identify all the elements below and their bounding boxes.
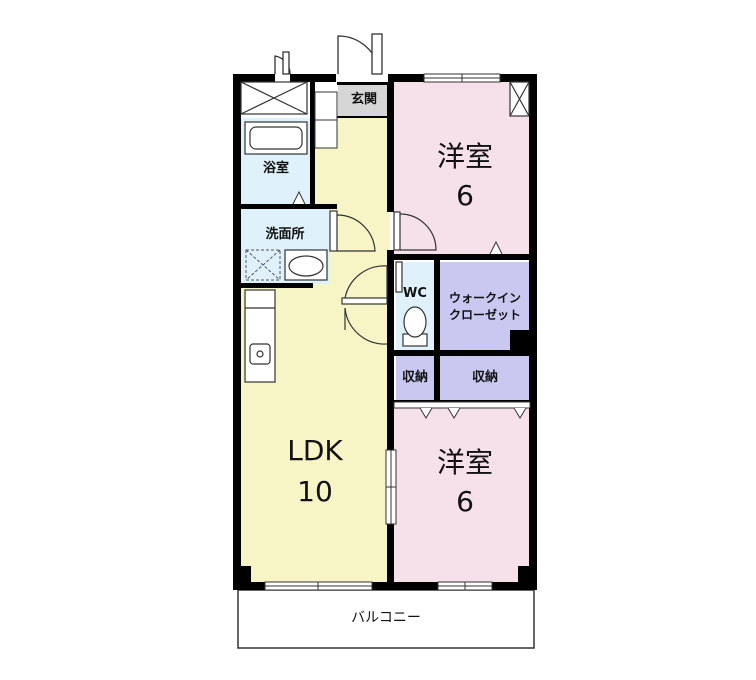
exterior-walls bbox=[233, 74, 537, 590]
walk-in-closet-label-2: クローゼット bbox=[448, 308, 521, 322]
windows bbox=[264, 73, 501, 591]
washing-machine-space bbox=[245, 249, 281, 281]
bedroom-north-door bbox=[393, 211, 437, 251]
pipe-shaft-left bbox=[240, 81, 308, 115]
bathtub bbox=[244, 121, 308, 155]
bath-label: 浴室 bbox=[262, 161, 289, 176]
bedroom-south-size: 6 bbox=[456, 485, 474, 518]
storage-left-label: 収納 bbox=[401, 370, 428, 385]
kitchen-counter bbox=[244, 289, 276, 383]
room-genkan bbox=[338, 82, 390, 118]
shoe-cabinet bbox=[314, 91, 338, 149]
wash-basin bbox=[284, 249, 328, 281]
storage-right-label: 収納 bbox=[471, 370, 498, 385]
room-storage-left bbox=[396, 356, 434, 402]
ldk-label: LDK bbox=[287, 434, 343, 467]
bedroom-south-label: 洋室 bbox=[436, 446, 493, 479]
genkan-label: 玄関 bbox=[350, 92, 377, 107]
bedroom-north-size: 6 bbox=[456, 179, 474, 212]
washroom-door bbox=[329, 210, 376, 252]
toilet bbox=[402, 306, 428, 347]
walk-in-closet-label-1: ウォークイン bbox=[448, 291, 521, 305]
room-storage-right bbox=[440, 356, 530, 402]
entrance-door bbox=[337, 33, 383, 75]
bedroom-north-label: 洋室 bbox=[436, 140, 493, 173]
service-door bbox=[274, 51, 291, 75]
bath-door-marker bbox=[292, 190, 306, 205]
room-balcony bbox=[237, 589, 535, 649]
wic-door-marker bbox=[489, 240, 503, 255]
closet-doors bbox=[393, 401, 531, 419]
wc-door bbox=[395, 261, 403, 293]
balcony-label: バルコニー bbox=[351, 610, 421, 626]
bedroom-south-sliding-door bbox=[385, 449, 397, 525]
room-bedroom-north bbox=[394, 80, 530, 256]
pipe-shaft-right bbox=[509, 81, 530, 117]
wc-label: WC bbox=[403, 286, 427, 301]
ldk-door bbox=[341, 265, 388, 345]
ldk-size: 10 bbox=[297, 475, 333, 508]
room-bedroom-south bbox=[394, 404, 530, 583]
washroom-label: 洗面所 bbox=[265, 227, 305, 242]
